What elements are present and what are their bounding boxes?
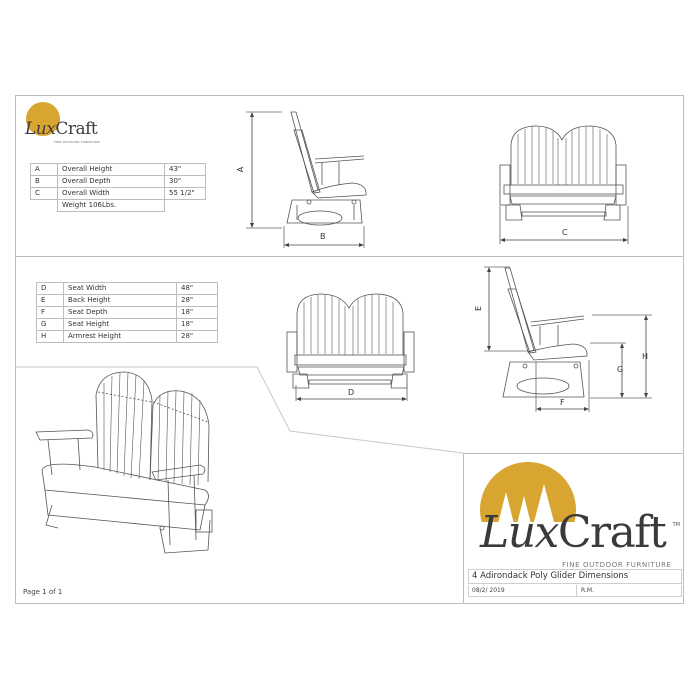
isometric-drawing: [35, 371, 213, 554]
logo-tagline: FINE OUTDOOR FURNITURE: [562, 561, 672, 569]
dimension-label-d: D: [348, 388, 355, 397]
seat-dimensions-table: D Seat Width 48" E Back Height 28" F Sea…: [36, 282, 218, 343]
drawing-title: 4 Adirondack Poly Glider Dimensions: [468, 569, 682, 584]
front-view-top-drawing: [499, 125, 629, 244]
table-row: F Seat Depth 18": [36, 306, 218, 319]
logo-tagline: FINE OUTDOOR FURNITURE: [54, 140, 100, 144]
front-view-middle-drawing: [286, 293, 415, 401]
dimension-label-a: A: [236, 166, 246, 173]
section-divider: [15, 256, 684, 257]
brand-logo-small: LuxCraft FINE OUTDOOR FURNITURE: [22, 100, 112, 148]
logo-wordmark: LuxCraft: [25, 119, 98, 139]
table-row: E Back Height 28": [36, 294, 218, 307]
logo-trees-icon: [480, 484, 576, 558]
isometric-region-border: [15, 366, 464, 454]
table-row: H Armrest Height 28": [36, 330, 218, 343]
dimension-label-f: F: [560, 398, 565, 407]
weight-row: Weight 106Lbs.: [31, 199, 206, 212]
table-row: B Overall Depth 30": [30, 175, 206, 188]
title-block: LuxCraft TM FINE OUTDOOR FURNITURE 4 Adi…: [463, 453, 684, 604]
page-number: Page 1 of 1: [23, 588, 63, 596]
trademark-mark: TM: [672, 522, 680, 528]
dimension-label-b: B: [320, 232, 326, 241]
dimension-label-g: G: [617, 365, 624, 374]
table-row: C Overall Width 55 1/2": [30, 187, 206, 200]
drawing-sheet-border: [15, 95, 684, 604]
weight-cell: Weight 106Lbs.: [57, 199, 165, 212]
cell-divider: [576, 585, 577, 596]
logo-wordmark: LuxCraft: [480, 507, 667, 558]
brand-logo-large: LuxCraft TM FINE OUTDOOR FURNITURE: [470, 460, 680, 570]
drawing-date: 08/2/ 2019: [472, 587, 505, 594]
title-block-meta-row: 08/2/ 2019 R.M.: [468, 585, 682, 597]
logo-sun-icon: [26, 102, 60, 136]
overall-dimensions-table: A Overall Height 43" B Overall Depth 30"…: [30, 163, 206, 212]
dimension-label-h: H: [642, 352, 649, 361]
table-row: G Seat Height 18": [36, 318, 218, 331]
side-view-middle-drawing: [484, 266, 652, 412]
table-row: A Overall Height 43": [30, 163, 206, 176]
drawn-by: R.M.: [581, 587, 594, 594]
dimension-label-c: C: [562, 228, 568, 237]
table-row: D Seat Width 48": [36, 282, 218, 295]
dimension-label-e: E: [474, 305, 484, 312]
side-view-top-drawing: [246, 111, 367, 248]
